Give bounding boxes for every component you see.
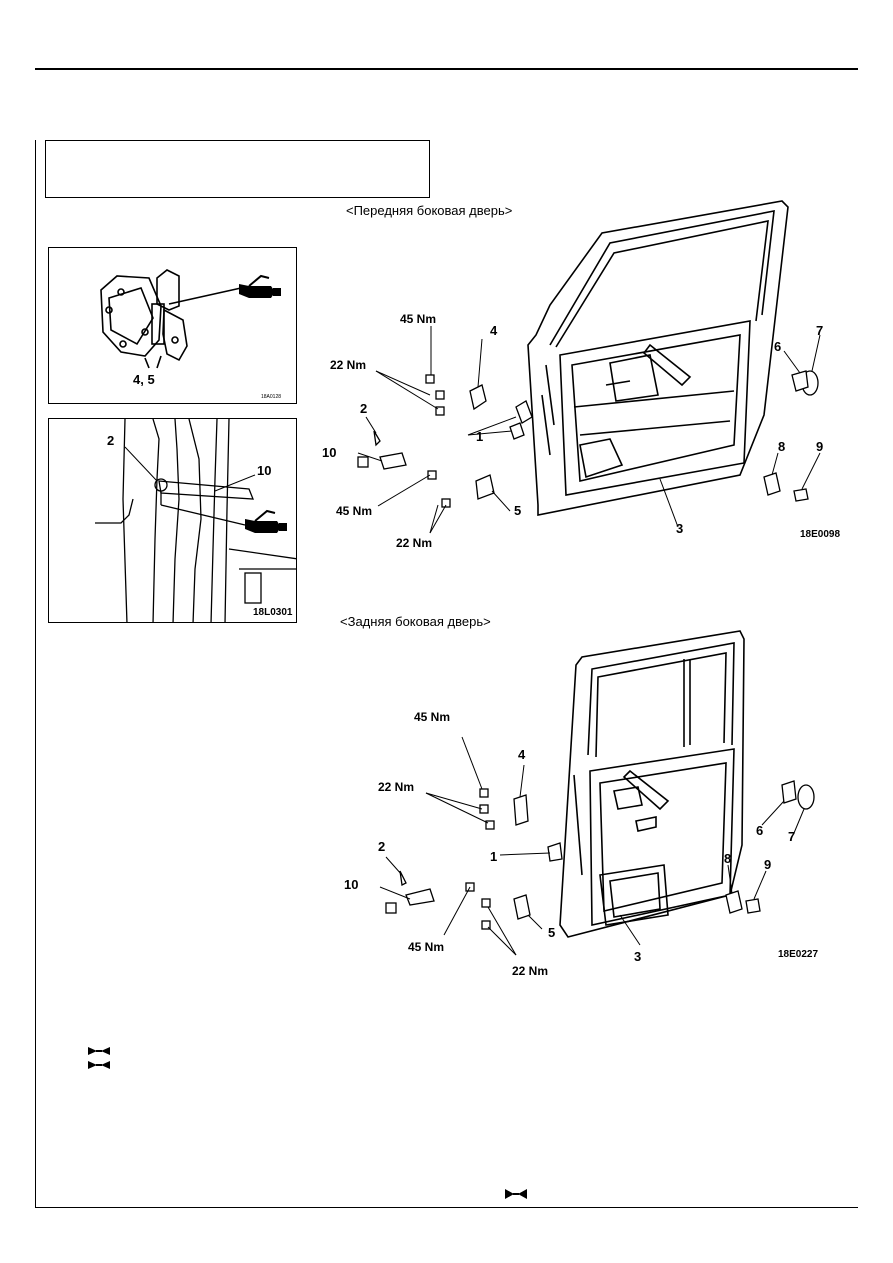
rear-diagram-code: 18E0227 [778, 949, 818, 960]
rear-part-5: 5 [548, 925, 555, 940]
front-part-1: 1 [476, 429, 483, 444]
rear-part-9: 9 [764, 857, 771, 872]
top-rule [35, 68, 858, 70]
rear-door-diagram: 45 Nm 22 Nm 4 1 2 10 45 Nm 22 Nm 5 3 6 7… [344, 630, 818, 978]
front-door-shell [527, 200, 789, 516]
front-torque-22b: 22 Nm [396, 536, 432, 550]
rear-part-3: 3 [634, 949, 641, 964]
check-panel-code: 18L0301 [253, 607, 293, 618]
front-part-4: 4 [490, 323, 498, 338]
front-parts [357, 370, 819, 508]
front-torque-45b: 45 Nm [336, 504, 372, 518]
rear-parts [385, 780, 815, 930]
front-part-10: 10 [322, 445, 336, 460]
door-check-panel: 2 10 18L0301 [48, 418, 297, 623]
front-torque-45a: 45 Nm [400, 312, 436, 326]
check-label-2: 2 [107, 433, 114, 448]
front-door-caption: <Передняя боковая дверь> [346, 203, 513, 218]
hinge-panel-code: 18A0128 [261, 394, 281, 400]
grease-gun-icon [239, 274, 281, 298]
front-torque-22a: 22 Nm [330, 358, 366, 372]
rear-torque-22a: 22 Nm [378, 780, 414, 794]
rear-part-10: 10 [344, 877, 358, 892]
hinge-lubrication-panel: 4, 5 18A0128 [48, 247, 297, 404]
check-label-10: 10 [257, 463, 271, 478]
front-part-3: 3 [676, 521, 683, 536]
rear-torque-22b: 22 Nm [512, 964, 548, 978]
front-leader-lines [357, 326, 821, 534]
footer-marker-icon [505, 1189, 527, 1199]
bottom-rule [35, 1207, 858, 1208]
rear-leader-lines [379, 736, 805, 956]
title-box [45, 140, 430, 198]
hinge-illustration: 4, 5 18A0128 [100, 269, 281, 400]
front-part-7: 7 [816, 323, 823, 338]
front-part-9: 9 [816, 439, 823, 454]
front-diagram-code: 18E0098 [800, 529, 840, 540]
rear-part-4: 4 [518, 747, 526, 762]
rear-part-1: 1 [490, 849, 497, 864]
marker-icon-pair [88, 1047, 110, 1069]
hinge-part-label: 4, 5 [133, 372, 155, 387]
front-part-8: 8 [778, 439, 785, 454]
rear-part-6: 6 [756, 823, 763, 838]
front-door-diagram: 45 Nm 22 Nm 4 2 1 10 45 Nm 22 Nm 5 3 6 7… [322, 200, 840, 550]
rear-door-caption: <Задняя боковая дверь> [340, 614, 491, 629]
left-rule [35, 140, 36, 1208]
grease-gun-icon [245, 509, 287, 533]
rear-part-2: 2 [378, 839, 385, 854]
rear-part-8: 8 [724, 851, 731, 866]
rear-door-shell [559, 630, 745, 938]
rear-torque-45b: 45 Nm [408, 940, 444, 954]
front-part-5: 5 [514, 503, 521, 518]
front-part-2: 2 [360, 401, 367, 416]
rear-part-7: 7 [788, 829, 795, 844]
rear-torque-45a: 45 Nm [414, 710, 450, 724]
door-check-illustration: 2 10 18L0301 [95, 419, 296, 622]
front-part-6: 6 [774, 339, 781, 354]
